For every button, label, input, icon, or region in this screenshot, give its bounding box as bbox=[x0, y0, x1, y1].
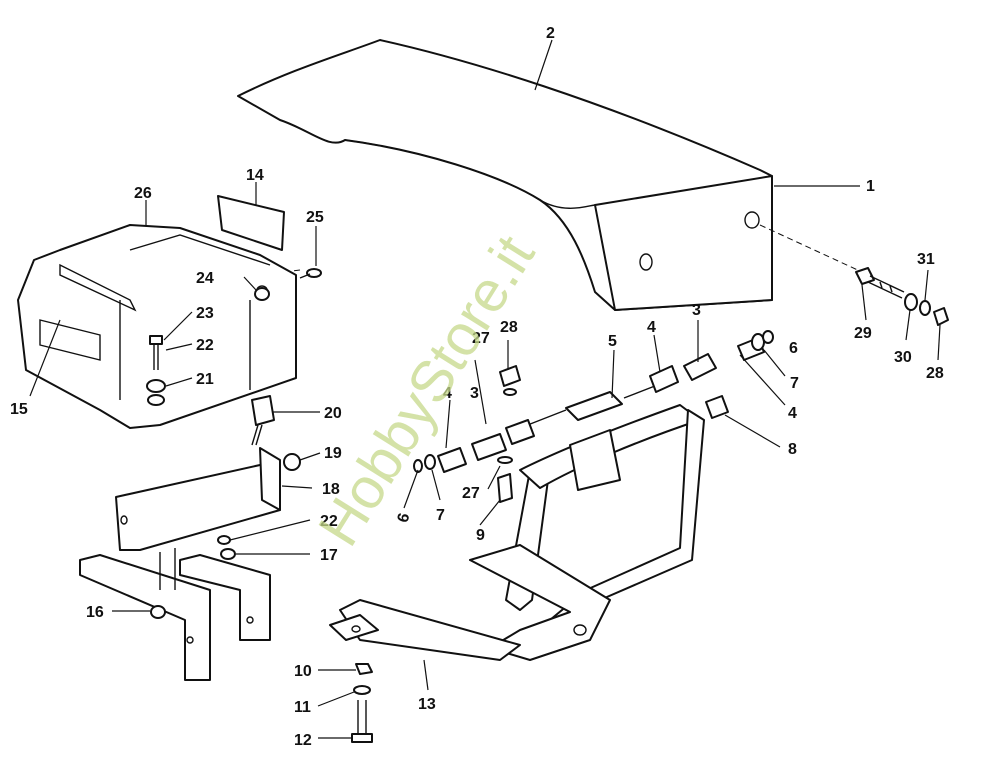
callout-11: 11 bbox=[294, 699, 311, 716]
knob-19 bbox=[283, 453, 301, 471]
side-box bbox=[17, 224, 297, 429]
nut-24 bbox=[254, 287, 270, 301]
callout-21: 21 bbox=[196, 371, 214, 388]
callout-12: 12 bbox=[294, 732, 312, 749]
callout-31: 31 bbox=[917, 251, 935, 268]
alignment-line bbox=[759, 224, 863, 273]
washer-30 bbox=[904, 293, 918, 311]
callout-4: 4 bbox=[788, 405, 797, 422]
callout-29: 29 bbox=[854, 325, 872, 342]
washer-31 bbox=[919, 300, 931, 316]
washer-22 bbox=[217, 535, 231, 545]
callout-28: 28 bbox=[926, 365, 944, 382]
callout-4: 4 bbox=[443, 385, 452, 402]
callout-30: 30 bbox=[894, 349, 912, 366]
nut-28 bbox=[933, 307, 949, 326]
callout-14: 14 bbox=[246, 167, 264, 184]
knob-20 bbox=[251, 395, 275, 446]
callout-17: 17 bbox=[320, 547, 338, 564]
callout-19: 19 bbox=[324, 445, 342, 462]
grommet-21b bbox=[147, 394, 165, 406]
callout-4: 4 bbox=[647, 319, 656, 336]
callout-9: 9 bbox=[476, 527, 485, 544]
seat-cushion bbox=[237, 39, 773, 311]
nut-10 bbox=[355, 663, 373, 675]
callout-27: 27 bbox=[472, 330, 490, 347]
callout-20: 20 bbox=[324, 405, 342, 422]
callout-labels: 1 2 3 3 4 4 4 5 6 6 7 7 8 9 10 11 12 13 … bbox=[10, 25, 944, 749]
bolt-25 bbox=[299, 268, 322, 279]
callout-13: 13 bbox=[418, 696, 436, 713]
callout-25: 25 bbox=[306, 209, 324, 226]
bracket bbox=[79, 447, 281, 681]
callout-3: 3 bbox=[470, 385, 479, 402]
seat-frame bbox=[329, 404, 705, 661]
callout-24: 24 bbox=[196, 270, 214, 287]
callout-7: 7 bbox=[436, 507, 445, 524]
bolt-29 bbox=[855, 267, 905, 299]
callout-15: 15 bbox=[10, 401, 28, 418]
callout-16: 16 bbox=[86, 604, 104, 621]
grommet-21 bbox=[146, 379, 166, 393]
callout-28: 28 bbox=[500, 319, 518, 336]
decal-14 bbox=[217, 195, 285, 251]
callout-8: 8 bbox=[788, 441, 797, 458]
nut-16 bbox=[150, 605, 166, 619]
leader-lines bbox=[29, 39, 941, 739]
callout-27: 27 bbox=[462, 485, 480, 502]
bolt-23 bbox=[149, 335, 163, 370]
callout-6: 6 bbox=[789, 340, 798, 357]
callout-6: 6 bbox=[395, 511, 414, 524]
callout-2: 2 bbox=[546, 25, 555, 42]
callout-22: 22 bbox=[196, 337, 214, 354]
callout-7: 7 bbox=[790, 375, 799, 392]
callout-23: 23 bbox=[196, 305, 214, 322]
washer-11 bbox=[353, 685, 371, 695]
callout-18: 18 bbox=[322, 481, 340, 498]
callout-22: 22 bbox=[320, 513, 338, 530]
nut-17 bbox=[220, 548, 236, 560]
hinge-assembly bbox=[413, 330, 774, 503]
callout-5: 5 bbox=[608, 333, 617, 350]
bolt-12 bbox=[351, 700, 373, 743]
callout-3: 3 bbox=[692, 302, 701, 319]
callout-1: 1 bbox=[866, 178, 875, 195]
callout-10: 10 bbox=[294, 663, 312, 680]
callout-26: 26 bbox=[134, 185, 152, 202]
